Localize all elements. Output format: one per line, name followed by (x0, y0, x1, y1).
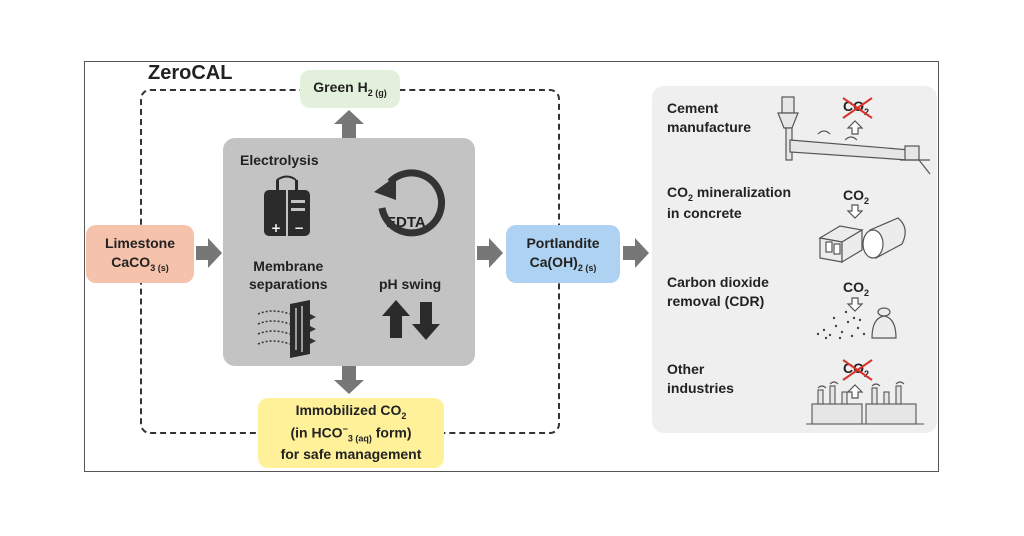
immobilized-co2-box: Immobilized CO2 (in HCO−3 (aq) form) for… (258, 398, 444, 468)
factories-icon (806, 381, 924, 425)
figure-frame (84, 61, 939, 472)
ph-swing-arrows-icon (382, 300, 440, 340)
limestone-box: Limestone CaCO3 (s) (86, 225, 194, 283)
arrow-down-immobilized (334, 366, 364, 394)
concrete-pipe-icon (862, 217, 906, 259)
concrete-block-icon (818, 225, 864, 264)
membrane-label: Membrane separations (249, 258, 328, 292)
arrow-portlandite-applications (623, 238, 649, 268)
green-h2-box: Green H2 (g) (300, 70, 400, 108)
cement-kiln-icon (777, 96, 931, 175)
co2-label-cdr: CO2 (843, 279, 870, 298)
small-arrow-icons (846, 120, 864, 399)
svg-text:−: − (294, 221, 304, 235)
cross-out-icon (842, 97, 873, 381)
arrow-limestone-center (196, 238, 222, 268)
electrolysis-label: Electrolysis (240, 152, 319, 168)
arrow-up-h2 (334, 110, 364, 138)
app-cement-label: Cement manufacture (667, 100, 752, 135)
electrolysis-cell-icon: + − (264, 175, 310, 236)
app-cdr-label: Carbon dioxide removal (CDR) (667, 274, 769, 309)
co2-label-concrete: CO2 (843, 187, 870, 206)
membrane-icon (257, 300, 316, 358)
particles-icon (816, 310, 866, 340)
cdr-silo-icon (871, 307, 897, 339)
arrow-center-portlandite (477, 238, 503, 268)
ph-swing-label: pH swing (379, 276, 442, 292)
edta-cycle-icon (374, 169, 446, 237)
diagram-title: ZeroCAL (148, 62, 233, 84)
app-mineralization-label: CO2 mineralization in concrete (667, 184, 792, 221)
portlandite-box: Portlandite Ca(OH)2 (s) (506, 225, 620, 283)
svg-text:+: + (271, 221, 281, 235)
app-other-label: Other industries (667, 361, 734, 396)
